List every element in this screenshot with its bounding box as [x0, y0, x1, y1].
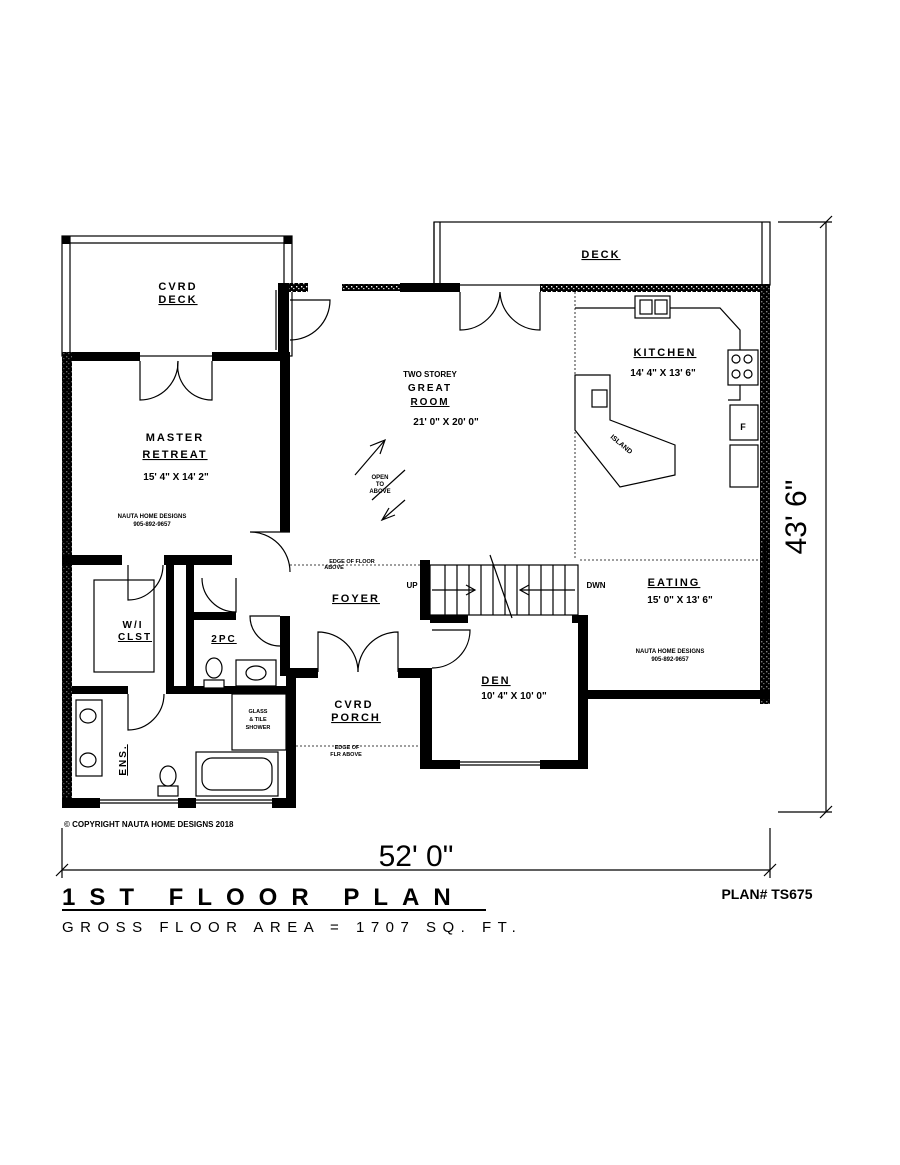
- dashed-edges: [290, 292, 760, 747]
- windows: [65, 380, 768, 804]
- doors: [127, 291, 541, 731]
- master-watermark-1: NAUTA HOME DESIGNS: [118, 514, 187, 520]
- two-pc-label: 2PC: [211, 634, 236, 645]
- open-above-1: OPEN: [371, 475, 388, 481]
- porch-label-2: PORCH: [331, 712, 381, 724]
- porch-label-1: CVRD: [334, 699, 373, 711]
- shower-label-3: SHOWER: [246, 725, 271, 731]
- shower-label-2: & TILE: [249, 717, 267, 723]
- covered-deck: [61, 235, 293, 357]
- stair-up-label: UP: [406, 581, 418, 590]
- den-dims: 10' 4" X 10' 0": [481, 691, 547, 702]
- master-dims: 15' 4" X 14' 2": [143, 472, 209, 483]
- eating-watermark-2: 905-892-9657: [651, 657, 689, 663]
- eating-dims: 15' 0" X 13' 6": [647, 595, 713, 606]
- plan-number: PLAN# TS675: [721, 886, 812, 902]
- gross-floor-area: GROSS FLOOR AREA = 1707 SQ. FT.: [62, 919, 522, 936]
- master-label-2: RETREAT: [142, 449, 207, 461]
- interior-walls: [62, 352, 588, 751]
- den-label: DEN: [481, 675, 510, 687]
- master-label-1: MASTER: [146, 432, 204, 444]
- great-label-2: GREAT: [408, 383, 452, 394]
- kitchen-fixtures: [574, 295, 759, 488]
- island-label: ISLAND: [609, 434, 633, 456]
- ensuite-label: ENS.: [118, 744, 129, 775]
- exterior-walls: [62, 283, 770, 808]
- great-label-1: TWO STOREY: [403, 370, 457, 379]
- kitchen-dims: 14' 4" X 13' 6": [630, 368, 696, 379]
- eating-watermark-1: NAUTA HOME DESIGNS: [636, 649, 705, 655]
- wi-closet-label-2: CLST: [118, 632, 152, 643]
- width-dimension: 52' 0": [379, 840, 454, 873]
- copyright-text: © COPYRIGHT NAUTA HOME DESIGNS 2018: [64, 820, 234, 829]
- master-watermark-2: 905-892-9657: [133, 522, 171, 528]
- stair-down-label: DWN: [586, 581, 605, 590]
- staircase: [429, 554, 579, 619]
- bathroom-fixtures: [75, 579, 279, 797]
- foyer-label: FOYER: [332, 593, 380, 605]
- great-label-3: ROOM: [410, 397, 449, 408]
- dimension-lines: [55, 215, 833, 911]
- shower-label-1: GLASS: [249, 709, 268, 715]
- edge-flr-2: FLR ABOVE: [330, 752, 362, 758]
- cvrd-deck-label-1: CVRD: [158, 281, 197, 293]
- open-above-2: TO: [376, 482, 385, 488]
- fridge-label: F: [740, 422, 746, 432]
- edge-flr-1: EDGE OF: [335, 745, 360, 751]
- edge-floor-2: ABOVE: [324, 565, 344, 571]
- plan-title: 1ST FLOOR PLAN: [62, 884, 465, 911]
- eating-label: EATING: [648, 577, 701, 589]
- great-dims: 21' 0" X 20' 0": [413, 417, 479, 428]
- cvrd-deck-label-2: DECK: [158, 294, 197, 306]
- open-to-above-arrows: [354, 438, 406, 522]
- depth-dimension: 43' 6": [780, 480, 813, 555]
- kitchen-label: KITCHEN: [634, 347, 697, 359]
- edge-floor-1: EDGE OF FLOOR: [329, 559, 375, 565]
- wi-closet-label-1: W/I: [123, 620, 144, 631]
- open-above-3: ABOVE: [369, 489, 390, 495]
- deck-label: DECK: [581, 249, 620, 261]
